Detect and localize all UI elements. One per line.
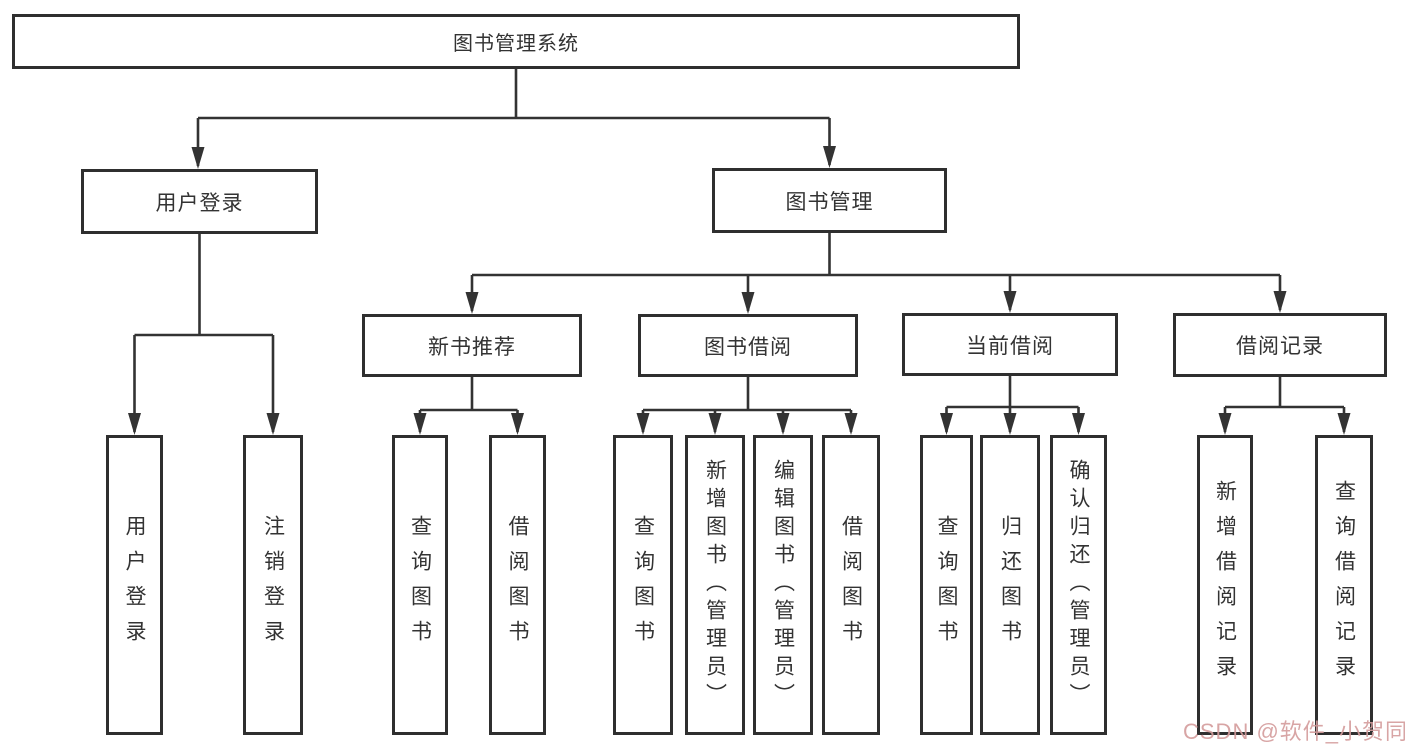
- node-book-borrowing: 图书借阅: [638, 314, 858, 377]
- leaf-borrow-books-recommend: 借阅图书: [489, 435, 546, 735]
- leaf-confirm-return-admin: 确认归还（管理员）: [1050, 435, 1107, 735]
- leaf-label: 新增图书（管理员）: [703, 459, 727, 711]
- node-current-borrowing: 当前借阅: [902, 313, 1118, 376]
- node-label: 当前借阅: [966, 334, 1054, 358]
- arrow-down-icon: [844, 413, 858, 435]
- leaf-label: 借阅图书: [839, 515, 863, 655]
- node-label: 用户登录: [155, 191, 244, 215]
- arrow-down-icon: [1273, 291, 1287, 313]
- node-library-management-system: 图书管理系统: [12, 14, 1020, 69]
- leaf-label: 确认归还（管理员）: [1067, 459, 1090, 711]
- arrow-down-icon: [708, 413, 722, 435]
- arrow-down-icon: [741, 292, 755, 314]
- leaf-label: 借阅图书: [506, 515, 529, 655]
- arrow-down-icon: [1003, 291, 1017, 313]
- node-label: 图书管理: [785, 190, 874, 214]
- leaf-label: 新增借阅记录: [1213, 480, 1237, 690]
- leaf-label: 查询借阅记录: [1332, 480, 1356, 690]
- arrow-down-icon: [128, 413, 141, 435]
- arrow-down-icon: [1072, 413, 1085, 435]
- node-new-book-recommend: 新书推荐: [362, 314, 582, 377]
- leaf-add-borrow-record: 新增借阅记录: [1197, 435, 1253, 735]
- watermark: CSDN @软件_小贺同学: [1183, 719, 1405, 744]
- node-label: 新书推荐: [428, 335, 516, 359]
- node-label: 借阅记录: [1236, 335, 1324, 358]
- leaf-return-books: 归还图书: [980, 435, 1040, 735]
- arrow-down-icon: [636, 413, 650, 435]
- node-borrow-records: 借阅记录: [1173, 313, 1387, 377]
- arrow-down-icon: [1337, 413, 1351, 435]
- leaf-edit-books-admin: 编辑图书（管理员）: [753, 435, 813, 735]
- arrow-down-icon: [823, 146, 836, 168]
- arrow-down-icon: [413, 413, 427, 435]
- leaf-label: 查询图书: [408, 515, 432, 655]
- leaf-query-books-recommend: 查询图书: [392, 435, 448, 735]
- leaf-query-books-borrowing: 查询图书: [613, 435, 673, 735]
- leaf-label: 编辑图书（管理员）: [771, 459, 795, 711]
- leaf-label: 归还图书: [998, 515, 1022, 655]
- leaf-user-login: 用户登录: [106, 435, 163, 735]
- leaf-label: 查询图书: [935, 515, 958, 655]
- node-label: 图书管理系统: [453, 33, 579, 55]
- arrow-down-icon: [1003, 413, 1017, 435]
- leaf-query-books-current: 查询图书: [920, 435, 973, 735]
- node-book-management: 图书管理: [712, 168, 947, 233]
- arrow-down-icon: [1218, 413, 1232, 435]
- node-label: 图书借阅: [704, 335, 792, 359]
- leaf-query-borrow-record: 查询借阅记录: [1315, 435, 1373, 735]
- leaf-add-books-admin: 新增图书（管理员）: [685, 435, 745, 735]
- leaf-label: 注销登录: [261, 515, 285, 655]
- leaf-borrow-books: 借阅图书: [822, 435, 880, 735]
- arrow-down-icon: [191, 147, 205, 169]
- leaf-label: 查询图书: [631, 515, 655, 655]
- node-user-login: 用户登录: [81, 169, 318, 234]
- arrow-down-icon: [940, 413, 953, 435]
- arrow-down-icon: [776, 413, 790, 435]
- leaf-logout: 注销登录: [243, 435, 303, 735]
- arrow-down-icon: [465, 292, 479, 314]
- arrow-down-icon: [266, 413, 280, 435]
- arrow-down-icon: [511, 413, 524, 435]
- leaf-label: 用户登录: [123, 515, 146, 655]
